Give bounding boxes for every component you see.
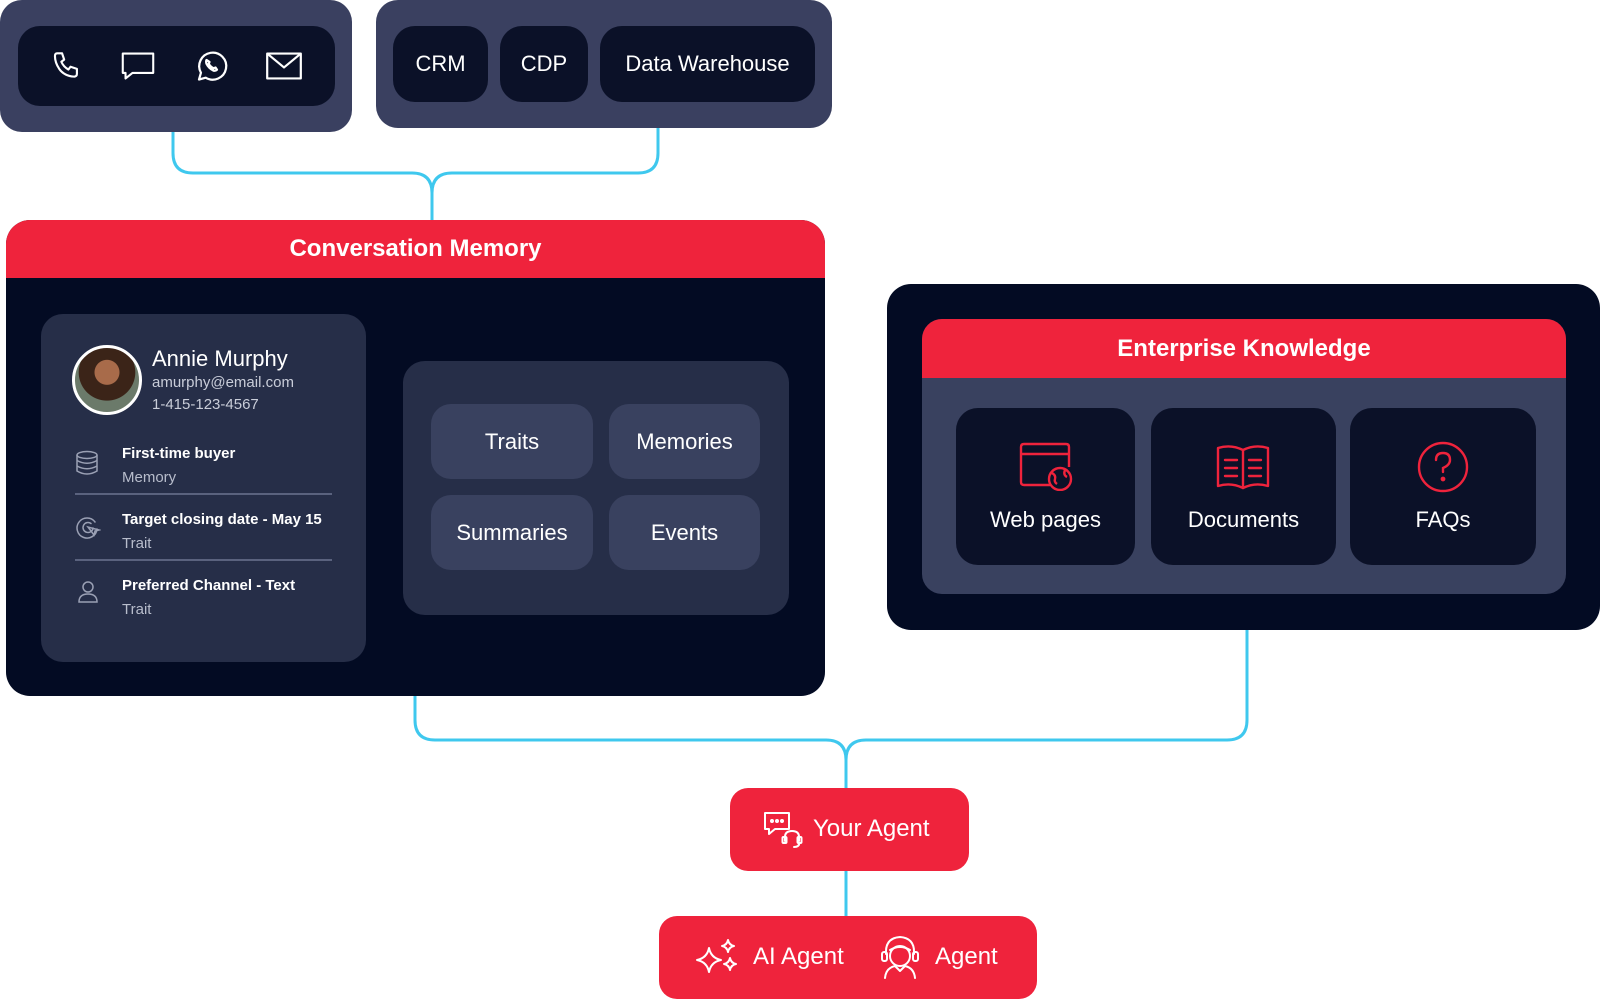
connector-memory (413, 693, 848, 792)
profile-item-title: First-time buyer (122, 445, 236, 462)
knowledge-card-web-pages[interactable]: Web pages (956, 408, 1135, 565)
ai-agent-label: AI Agent (753, 943, 844, 970)
source-chip-crm[interactable]: CRM (393, 26, 488, 102)
web-page-icon (1018, 441, 1074, 491)
source-chip-label: CRM (415, 51, 466, 76)
profile-item-title: Target closing date - May 15 (122, 511, 322, 528)
conversation-memory-title: Conversation Memory (289, 235, 542, 262)
knowledge-card-label: Documents (1187, 507, 1300, 532)
customer-email: amurphy@email.com (152, 374, 294, 391)
sparkle-icon[interactable] (693, 934, 741, 982)
knowledge-card-documents[interactable]: Documents (1151, 408, 1336, 565)
human-agent-icon[interactable] (877, 932, 923, 982)
profile-item-kind: Trait (122, 601, 152, 618)
tile-label: Summaries (456, 519, 568, 545)
conversation-memory-panel: Conversation Memory Annie Murphy amurphy… (6, 220, 825, 696)
data-sources-panel: CRM CDP Data Warehouse (376, 0, 832, 128)
customer-name: Annie Murphy (152, 346, 288, 371)
tile-traits[interactable]: Traits (431, 404, 593, 479)
connector-knowledge (844, 626, 1249, 762)
source-chip-data-warehouse[interactable]: Data Warehouse (600, 26, 815, 102)
agent-support-icon (763, 810, 803, 848)
agents-box: AI Agent Agent (659, 916, 1037, 999)
customer-profile-card: Annie Murphy amurphy@email.com 1-415-123… (41, 314, 366, 662)
enterprise-knowledge-header: Enterprise Knowledge (922, 319, 1566, 378)
target-icon (75, 514, 101, 540)
chat-bubble-icon[interactable] (120, 49, 156, 83)
tile-label: Memories (636, 428, 733, 454)
source-chip-label: CDP (520, 51, 568, 76)
conversation-memory-header: Conversation Memory (6, 220, 825, 278)
tile-events[interactable]: Events (609, 495, 760, 570)
channels-icon-bar (18, 26, 335, 106)
profile-item-title: Preferred Channel - Text (122, 577, 296, 594)
your-agent-box[interactable]: Your Agent (730, 788, 969, 871)
profile-item-kind: Memory (122, 469, 177, 486)
human-agent-label: Agent (935, 943, 998, 970)
connector-channels (171, 128, 434, 224)
avatar[interactable] (72, 345, 142, 415)
tile-label: Traits (484, 428, 540, 454)
enterprise-knowledge-inner: Enterprise Knowledge Web pages (922, 319, 1566, 594)
customer-phone: 1-415-123-4567 (152, 396, 259, 413)
database-icon (75, 450, 99, 476)
channels-panel (0, 0, 352, 132)
enterprise-knowledge-panel: Enterprise Knowledge Web pages (887, 284, 1600, 630)
tile-summaries[interactable]: Summaries (431, 495, 593, 570)
tile-label: Events (650, 519, 719, 545)
question-icon (1416, 440, 1470, 494)
profile-divider (75, 493, 332, 495)
memory-types-panel: Traits Memories Summaries Events (403, 361, 789, 615)
knowledge-card-label: FAQs (1415, 507, 1471, 532)
connector-sources (430, 126, 660, 195)
knowledge-card-label: Web pages (990, 507, 1101, 532)
document-icon (1215, 442, 1271, 490)
source-chip-label: Data Warehouse (625, 51, 790, 76)
phone-icon[interactable] (50, 49, 84, 83)
source-chip-cdp[interactable]: CDP (500, 26, 588, 102)
your-agent-label: Your Agent (813, 815, 930, 842)
profile-item-kind: Trait (122, 535, 152, 552)
profile-divider (75, 559, 332, 561)
enterprise-knowledge-title: Enterprise Knowledge (1117, 334, 1371, 362)
knowledge-card-faqs[interactable]: FAQs (1350, 408, 1536, 565)
user-icon (77, 580, 99, 604)
tile-memories[interactable]: Memories (609, 404, 760, 479)
mail-icon[interactable] (265, 51, 303, 81)
whatsapp-icon[interactable] (193, 48, 229, 84)
